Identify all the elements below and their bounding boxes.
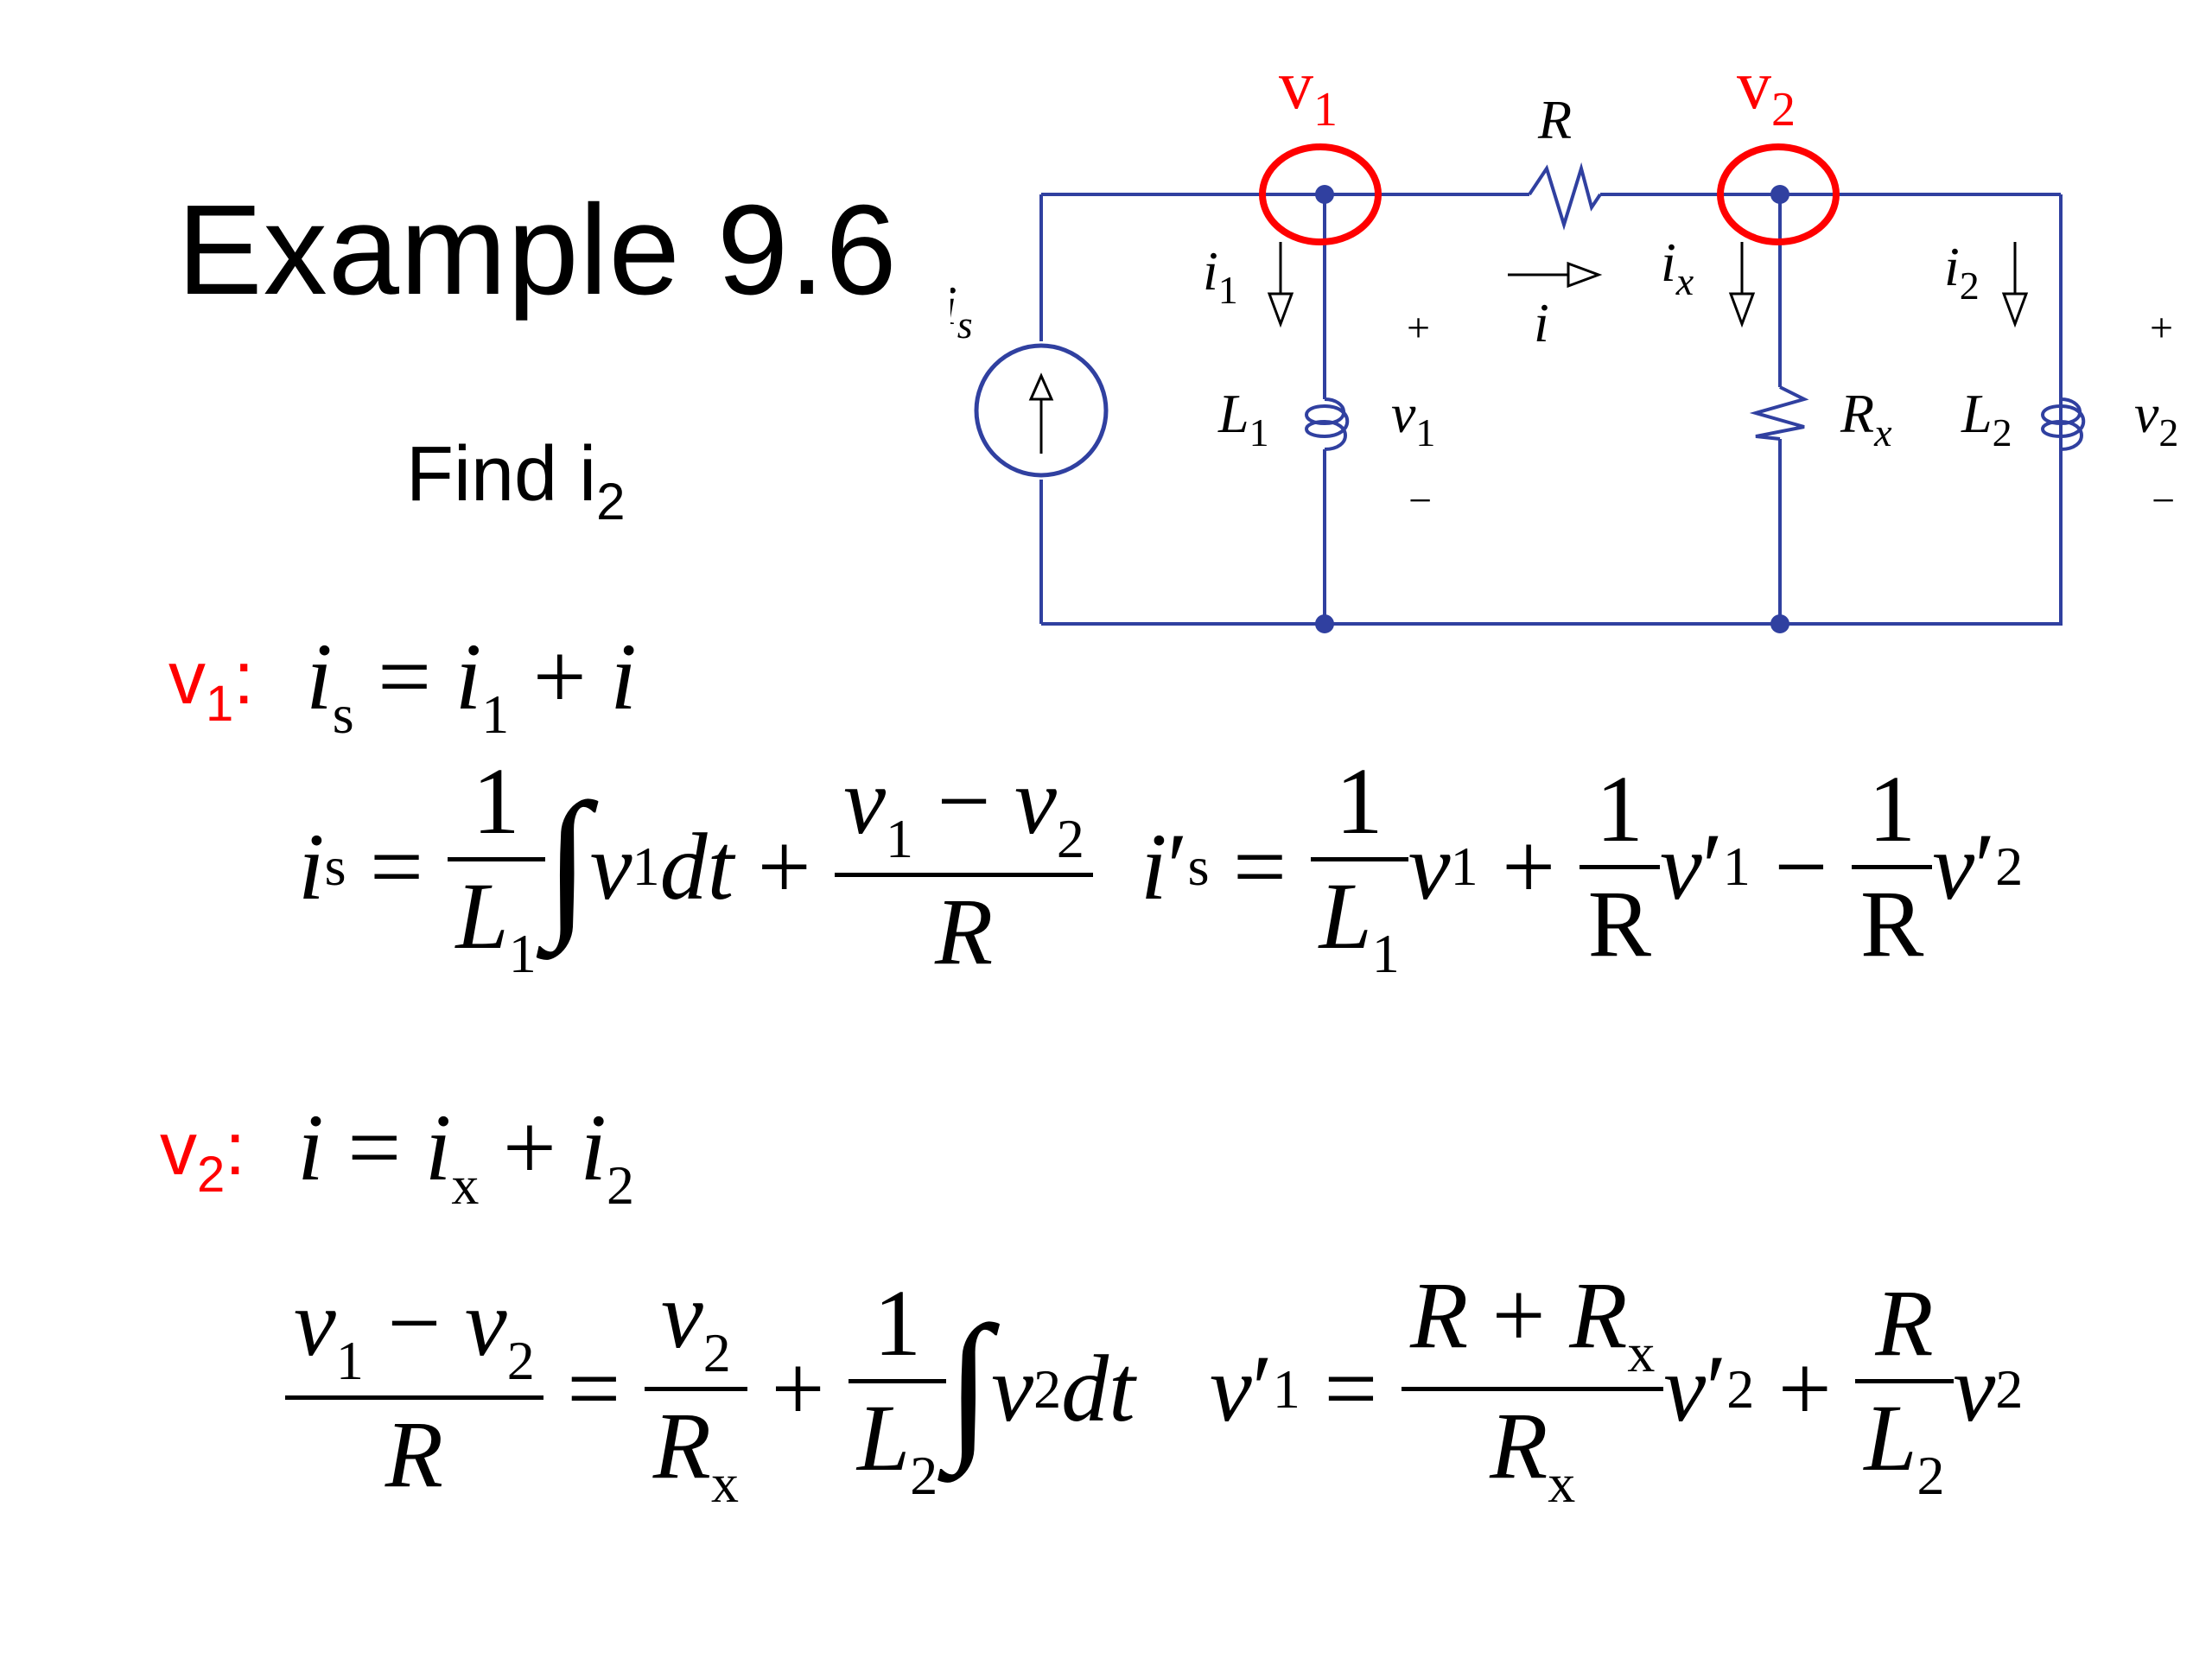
resistor-R	[1528, 162, 1602, 231]
wire-bottom	[1041, 194, 2063, 626]
label-i: i	[1534, 292, 1549, 353]
plus-v1: +	[1407, 305, 1430, 351]
label-R: R	[1537, 89, 1572, 150]
inductor-L2	[2041, 397, 2086, 451]
resistor-Rx	[1749, 385, 1809, 441]
node-v2-dot	[1770, 185, 1789, 204]
label-L2: L2	[1961, 383, 2012, 454]
kcl-v2-label: v2:	[160, 1108, 246, 1203]
current-arrows	[1267, 242, 2029, 328]
label-i1: i1	[1203, 240, 1238, 312]
minus-v2: −	[2152, 478, 2175, 524]
minus-v1: −	[1408, 478, 1432, 524]
kcl-v1: v1: is = i1 + i	[168, 622, 637, 747]
task-sub: 2	[596, 473, 626, 531]
task-prefix: Find i	[406, 431, 597, 518]
current-source	[974, 343, 1109, 478]
node-v2-label: v2	[1737, 52, 1796, 137]
node-v1-label: v1	[1279, 52, 1338, 137]
circuit-diagram: v1 v2 R is i1 i ix i2 L1 v1 Rx L2 v2 + −…	[950, 52, 2178, 633]
label-i2: i2	[1944, 236, 1980, 308]
label-v2: v2	[2134, 383, 2178, 454]
plus-v2: +	[2150, 305, 2173, 351]
node-v1-dot	[1315, 185, 1334, 204]
node-v1-highlight	[1259, 143, 1382, 245]
kcl-v2-equation: i = ix + i2	[297, 1095, 634, 1216]
inductor-L1	[1305, 397, 1350, 451]
label-v1: v1	[1391, 383, 1435, 454]
label-ix: ix	[1661, 232, 1694, 303]
node-v2-highlight	[1717, 143, 1840, 245]
kcl-v1-label: v1:	[168, 637, 255, 732]
label-Rx: Rx	[1840, 383, 1892, 454]
slide-title: Example 9.6	[177, 179, 898, 321]
label-is: is	[950, 275, 973, 346]
label-L1: L1	[1217, 383, 1269, 454]
task-text: Find i2	[406, 430, 625, 531]
kcl-v2: v2: i = ix + i2	[160, 1093, 634, 1217]
kcl-v1-equation: is = i1 + i	[306, 624, 637, 745]
